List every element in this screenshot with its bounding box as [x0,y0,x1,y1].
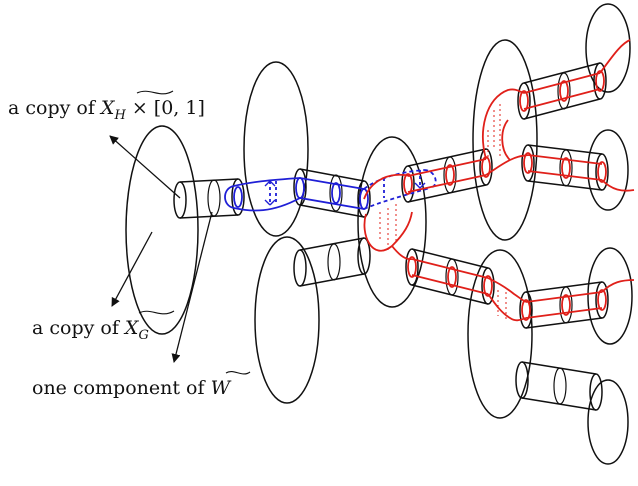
arrow-to-w [171,211,213,363]
label-w-component: one component of W [32,377,232,399]
symbol-xh: X [99,97,116,119]
xg-copies [125,3,633,465]
arrow-to-xh [109,135,181,199]
cylinder-3 [293,237,371,287]
xg-copy-edge-top [585,3,631,93]
xg-copy-center [357,136,427,308]
xg-copy-right-lower [467,249,533,419]
xg-copy-far-left [125,125,199,335]
tilde-xg [138,310,175,315]
cylinder-4 [401,148,493,203]
cylinder-5 [405,248,495,305]
tilde-w [225,371,251,375]
xh-cylinders [173,62,609,411]
xg-copy-right-upper [472,39,538,241]
tilde-xh [136,90,174,95]
symbol-w: W [211,377,232,399]
cylinder-2 [293,168,371,218]
cylinder-7 [521,144,609,191]
symbol-xg: X [123,317,140,339]
arrow-to-xg [111,231,153,307]
subscript-g: G [138,328,148,343]
cylinder-8 [519,281,609,329]
subscript-h: H [113,108,126,123]
cylinder-9 [515,361,603,411]
label-arrows [109,135,213,363]
cylinder-6 [517,62,607,120]
red-path [363,39,635,322]
cylinder-1 [173,178,245,219]
xg-copy-left-top [243,61,309,237]
xg-copy-edge-lower [587,247,633,345]
xg-copy-left-bottom [254,236,320,404]
label-xg-copy: a copy of XG [32,317,149,343]
xg-copy-edge-bottom [587,379,629,465]
xg-copy-edge-mid [587,129,629,211]
label-xh-copy: a copy of XH × [0, 1] [8,97,205,123]
